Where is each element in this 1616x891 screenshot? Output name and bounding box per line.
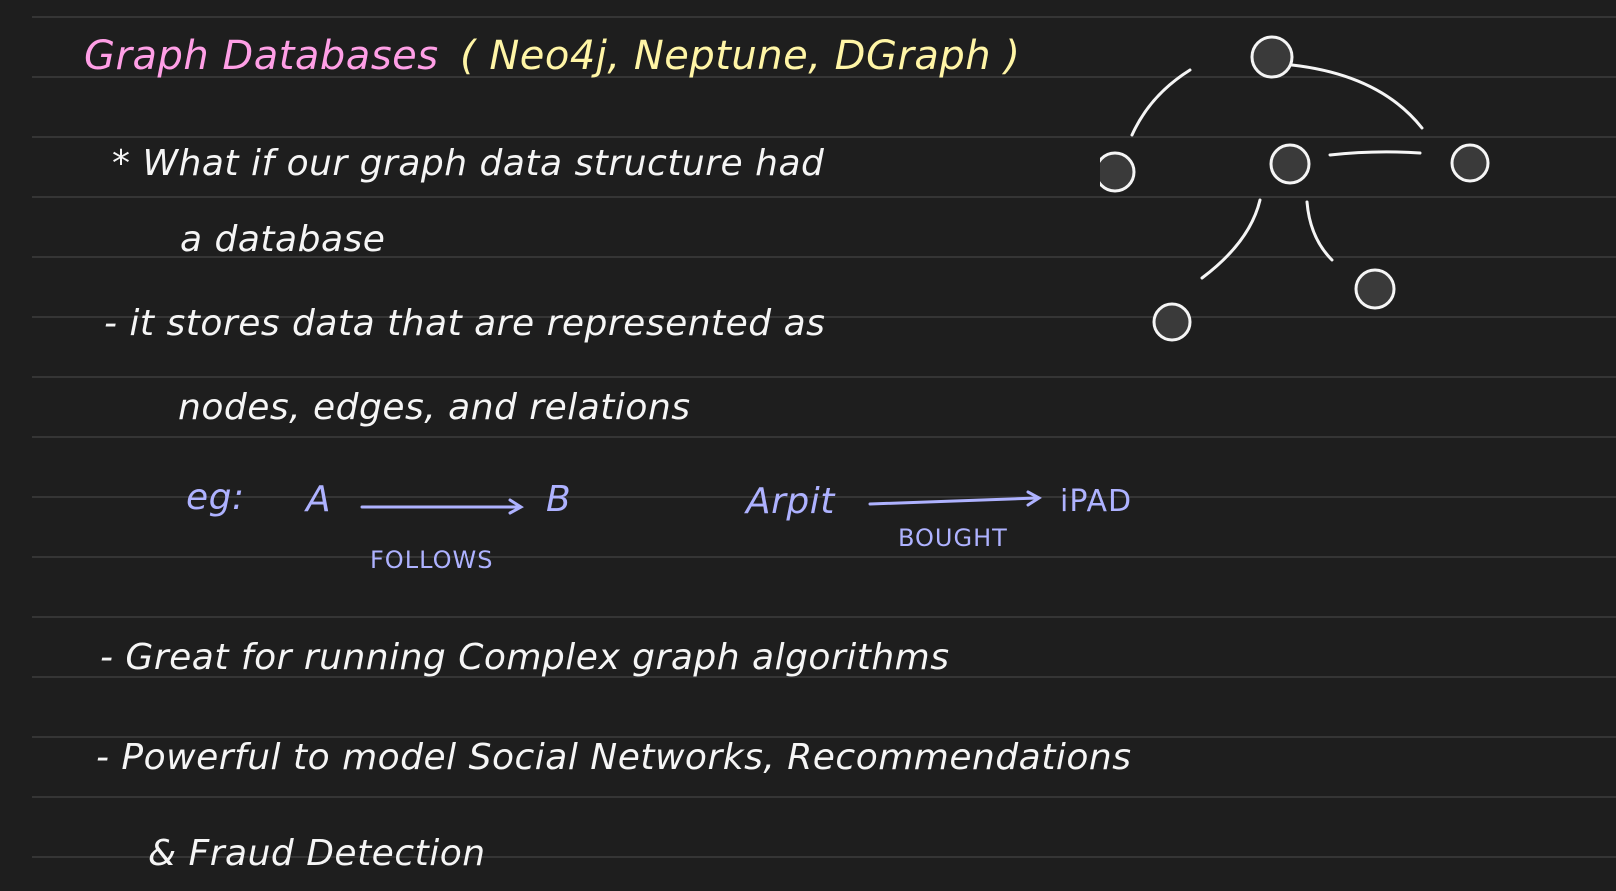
ruled-line [32, 376, 1616, 378]
ruled-line [32, 436, 1616, 438]
ruled-line [32, 856, 1616, 858]
ruled-line [32, 736, 1616, 738]
arrow-right-icon [360, 498, 524, 515]
graph-node-icon [1354, 268, 1396, 310]
graph-node-icon [1100, 151, 1136, 193]
ruled-line [32, 496, 1616, 498]
use-line-2: - Powerful to model Social Networks, Rec… [96, 737, 1132, 778]
ruled-line [32, 316, 1616, 318]
ruled-line [32, 796, 1616, 798]
page-title: Graph Databases [84, 33, 439, 79]
sketch-edge [1328, 150, 1422, 157]
ruled-line [32, 76, 1616, 78]
arrow-right-icon [868, 490, 1042, 507]
example-prefix: eg: [186, 477, 245, 518]
example-node-b: B [546, 479, 572, 520]
graph-node-icon [1269, 143, 1311, 185]
example-relation-bought: BOUGHT [898, 524, 1008, 552]
sketch-edge [1130, 68, 1192, 137]
title-examples: ( Neo4j, Neptune, DGraph ) [460, 33, 1021, 79]
sketch-edge [1290, 63, 1424, 130]
graph-node-icon [1152, 302, 1192, 342]
question-line-2: a database [180, 219, 386, 260]
ruled-line [32, 136, 1616, 138]
use-line-1: - Great for running Complex graph algori… [100, 637, 950, 678]
ruled-line [32, 676, 1616, 678]
ruled-line [32, 16, 1616, 18]
example-node-ipad: iPAD [1060, 484, 1133, 519]
example-node-arpit: Arpit [746, 481, 835, 522]
graph-node-icon [1250, 35, 1294, 79]
definition-line-1: - it stores data that are represented as [104, 303, 826, 344]
use-line-3: & Fraud Detection [148, 833, 486, 874]
ruled-line [32, 556, 1616, 558]
question-line-1: * What if our graph data structure had [112, 143, 825, 184]
graph-sketch-icon [1100, 35, 1490, 342]
definition-line-2: nodes, edges, and relations [178, 387, 691, 428]
sketch-edge [1200, 198, 1262, 280]
sketch-edge [1305, 200, 1334, 262]
ruled-line [32, 616, 1616, 618]
example-relation-follows: FOLLOWS [370, 546, 494, 574]
ruled-line [32, 256, 1616, 258]
ruled-line [32, 196, 1616, 198]
example-node-a: A [306, 479, 332, 520]
graph-node-icon [1450, 143, 1490, 183]
